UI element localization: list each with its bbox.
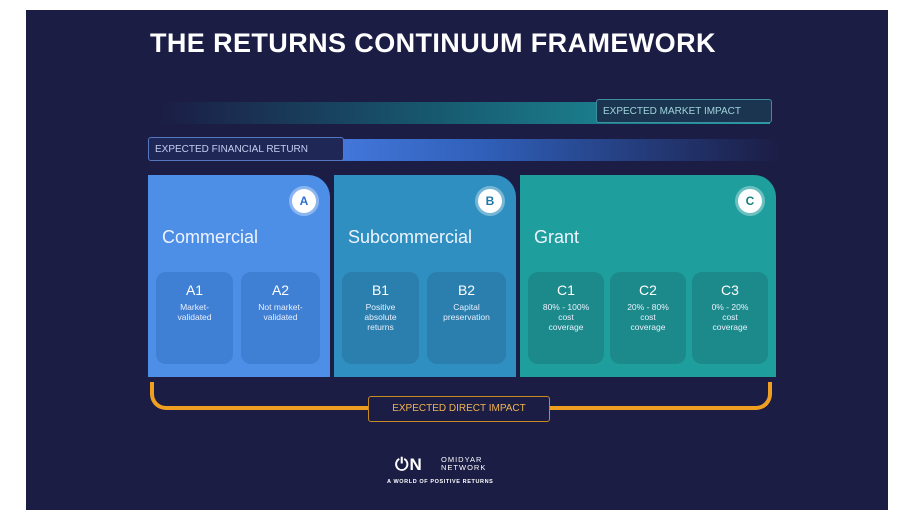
category-badge-c: C <box>738 189 762 213</box>
direct-impact-label: EXPECTED DIRECT IMPACT <box>368 396 550 422</box>
sub-description: Capital preservation <box>443 302 490 322</box>
power-icon: ⏻N <box>395 455 423 474</box>
financial-return-label: EXPECTED FINANCIAL RETURN <box>148 137 344 161</box>
sub-code: B2 <box>457 282 476 298</box>
category-subcommercial: B Subcommercial B1 Positive absolute ret… <box>334 175 516 377</box>
logo-name: OMIDYAR NETWORK <box>441 455 487 472</box>
logo-tagline: A WORLD OF POSITIVE RETURNS <box>387 479 494 485</box>
category-name: Commercial <box>162 227 259 247</box>
sub-description: 20% - 80% cost coverage <box>627 302 669 332</box>
sub-code: A2 <box>271 282 290 298</box>
sub-box-c2: C2 20% - 80% cost coverage <box>610 272 686 364</box>
category-badge-b: B <box>478 189 502 213</box>
sub-code: B1 <box>371 282 390 298</box>
category-grant: C Grant C1 80% - 100% cost coverage C2 2… <box>520 175 776 377</box>
financial-return-gradient-bar <box>290 139 780 161</box>
sub-code: C1 <box>557 282 575 298</box>
sub-code: A1 <box>185 282 204 298</box>
sub-box-b1: B1 Positive absolute returns <box>342 272 419 364</box>
sub-description: 80% - 100% cost coverage <box>542 302 590 332</box>
sub-code: C2 <box>639 282 657 298</box>
sub-description: Market- validated <box>177 302 212 322</box>
sub-box-a1: A1 Market- validated <box>156 272 233 364</box>
sub-box-b2: B2 Capital preservation <box>427 272 506 364</box>
sub-box-c1: C1 80% - 100% cost coverage <box>528 272 604 364</box>
sub-description: Not market- validated <box>258 302 303 322</box>
category-badge-a: A <box>292 189 316 213</box>
sub-box-a2: A2 Not market- validated <box>241 272 320 364</box>
sub-code: C3 <box>721 282 739 298</box>
sub-box-c3: C3 0% - 20% cost coverage <box>692 272 768 364</box>
sub-description: 0% - 20% cost coverage <box>711 302 749 332</box>
category-commercial: A Commercial A1 Market- validated A2 Not… <box>148 175 330 377</box>
category-name: Subcommercial <box>348 227 473 247</box>
market-impact-label: EXPECTED MARKET IMPACT <box>596 99 772 123</box>
sub-description: Positive absolute returns <box>364 302 397 332</box>
slide-title: THE RETURNS CONTINUUM FRAMEWORK <box>150 28 716 58</box>
category-name: Grant <box>534 227 580 247</box>
